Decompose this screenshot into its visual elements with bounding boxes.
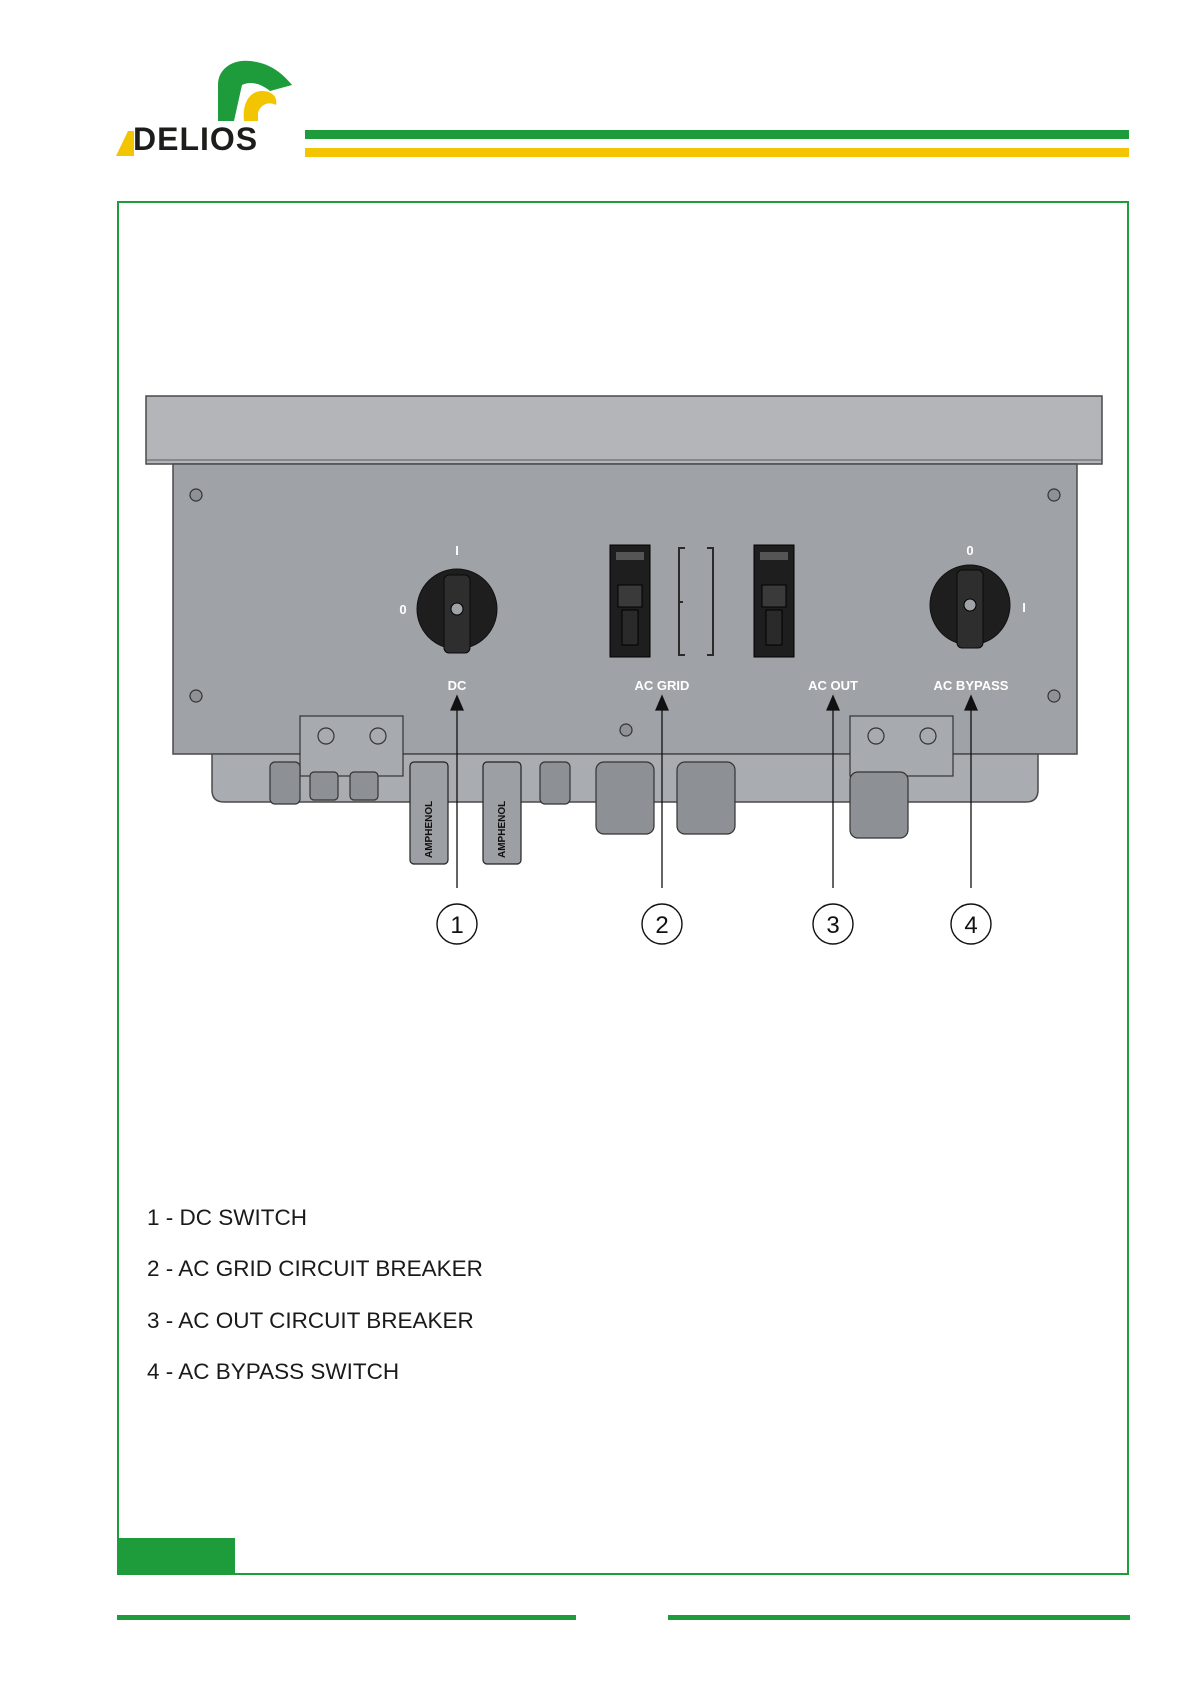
footer-green-stripe-right <box>668 1615 1130 1620</box>
header-green-stripe <box>305 130 1129 139</box>
footer-green-stripe-left <box>117 1615 576 1620</box>
ac-grid-breaker-icon <box>610 545 650 657</box>
brand-name: DELIOS <box>133 121 258 158</box>
legend-item: 1 - DC SWITCH <box>147 1205 307 1231</box>
legend-item: 4 - AC BYPASS SWITCH <box>147 1359 399 1385</box>
panel-label-ac-grid: AC GRID <box>635 678 690 693</box>
dc-on-marker: I <box>455 543 459 558</box>
callout-number-1: 1 <box>450 912 463 939</box>
panel-diagram: I 0 0 I DC AC GRID AC OUT AC BYPASS <box>140 390 1120 960</box>
callout-number-2: 2 <box>655 912 668 939</box>
callout-number-3: 3 <box>826 912 839 939</box>
panel-label-ac-out: AC OUT <box>808 678 858 693</box>
panel-label-dc: DC <box>448 678 467 693</box>
bypass-off-marker: 0 <box>966 543 973 558</box>
dc-off-marker: 0 <box>399 602 406 617</box>
connector-text-1: AMPHENOL <box>424 801 435 858</box>
bypass-on-marker: I <box>1022 600 1026 615</box>
page-number-tab <box>117 1538 235 1575</box>
callout-number-4: 4 <box>964 912 977 939</box>
connector-text-2: AMPHENOL <box>497 801 508 858</box>
legend-item: 3 - AC OUT CIRCUIT BREAKER <box>147 1308 474 1334</box>
legend-item: 2 - AC GRID CIRCUIT BREAKER <box>147 1256 483 1282</box>
ac-out-breaker-icon <box>754 545 794 657</box>
panel-label-ac-bypass: AC BYPASS <box>934 678 1009 693</box>
header-yellow-stripe <box>305 148 1129 157</box>
